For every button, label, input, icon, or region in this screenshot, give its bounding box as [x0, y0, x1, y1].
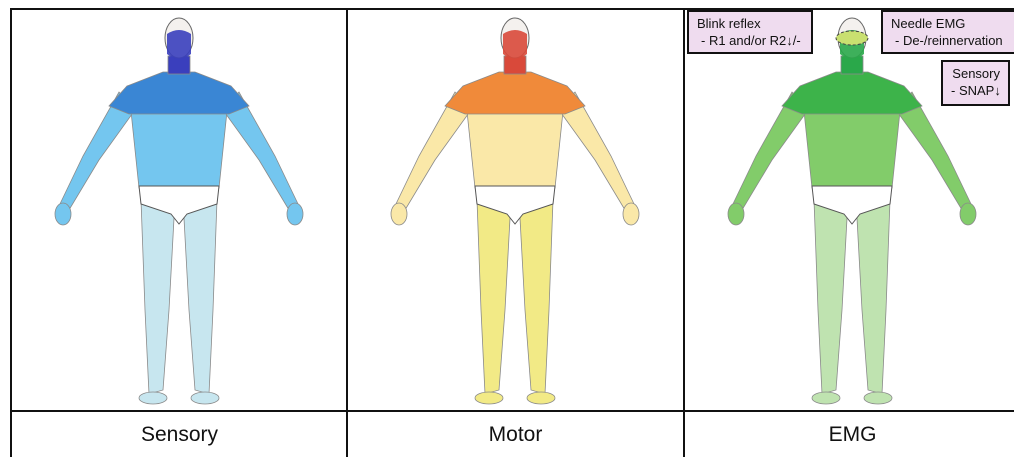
blink-reflex-detail: - R1 and/or R2↓/- [697, 32, 803, 49]
emg-caption: EMG [685, 412, 1014, 457]
left-foot [139, 392, 167, 404]
right-foot [864, 392, 892, 404]
needle-emg-title: Needle EMG [891, 15, 1006, 32]
figure-frame: Sensory Motor EMG Blink reflex - R1 and/… [10, 8, 1014, 457]
needle-emg-callout: Needle EMG - De-/reinnervation [881, 10, 1014, 54]
right-hand [960, 203, 976, 225]
body-figure [728, 18, 976, 404]
left-foot [475, 392, 503, 404]
shoulders [109, 72, 249, 114]
body-sensory-icon [12, 10, 347, 410]
shoulders [782, 72, 922, 114]
sensory-snap-title: Sensory [951, 65, 1000, 82]
face-region [167, 30, 191, 59]
sensory-snap-callout: Sensory - SNAP↓ [941, 60, 1010, 106]
right-leg [519, 200, 553, 394]
sensory-caption: Sensory [12, 412, 347, 457]
shoulders [445, 72, 585, 114]
motor-panel [348, 10, 683, 410]
left-leg [814, 200, 848, 394]
sensory-panel [12, 10, 347, 410]
sensory-snap-detail: - SNAP↓ [951, 82, 1000, 99]
face-region [503, 30, 527, 59]
body-figure [391, 18, 639, 404]
eye-region [836, 31, 868, 45]
body-figure [55, 18, 303, 404]
left-leg [141, 200, 175, 394]
right-foot [527, 392, 555, 404]
motor-caption: Motor [348, 412, 683, 457]
left-hand [55, 203, 71, 225]
right-leg [856, 200, 890, 394]
left-hand [391, 203, 407, 225]
right-foot [191, 392, 219, 404]
body-motor-icon [348, 10, 683, 410]
blink-reflex-callout: Blink reflex - R1 and/or R2↓/- [687, 10, 813, 54]
right-hand [287, 203, 303, 225]
blink-reflex-title: Blink reflex [697, 15, 803, 32]
right-hand [623, 203, 639, 225]
needle-emg-detail: - De-/reinnervation [891, 32, 1006, 49]
left-foot [812, 392, 840, 404]
left-leg [477, 200, 511, 394]
left-hand [728, 203, 744, 225]
right-leg [183, 200, 217, 394]
